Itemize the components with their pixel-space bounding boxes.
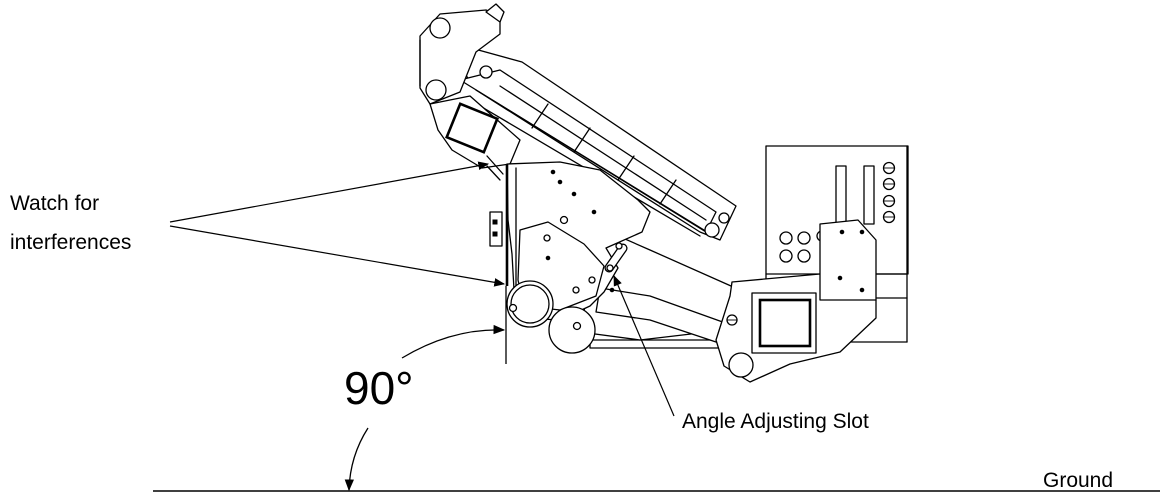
- slot-label: Angle Adjusting Slot: [682, 410, 869, 433]
- angle-arc-top: [401, 324, 506, 359]
- upper-boom: [419, 3, 737, 241]
- slot-callout-line: [613, 275, 675, 417]
- rollers: [506, 280, 596, 354]
- pivot-plate: [486, 155, 651, 321]
- ground-label: Ground: [1043, 469, 1113, 492]
- angle-label: 90°: [344, 362, 414, 414]
- watch-label-line1: Watch for: [10, 192, 99, 215]
- angle-arc-bottom: [344, 427, 369, 492]
- interference-callouts: [169, 161, 506, 287]
- watch-label-line2: interferences: [10, 231, 131, 254]
- right-pivot-block: [715, 219, 877, 383]
